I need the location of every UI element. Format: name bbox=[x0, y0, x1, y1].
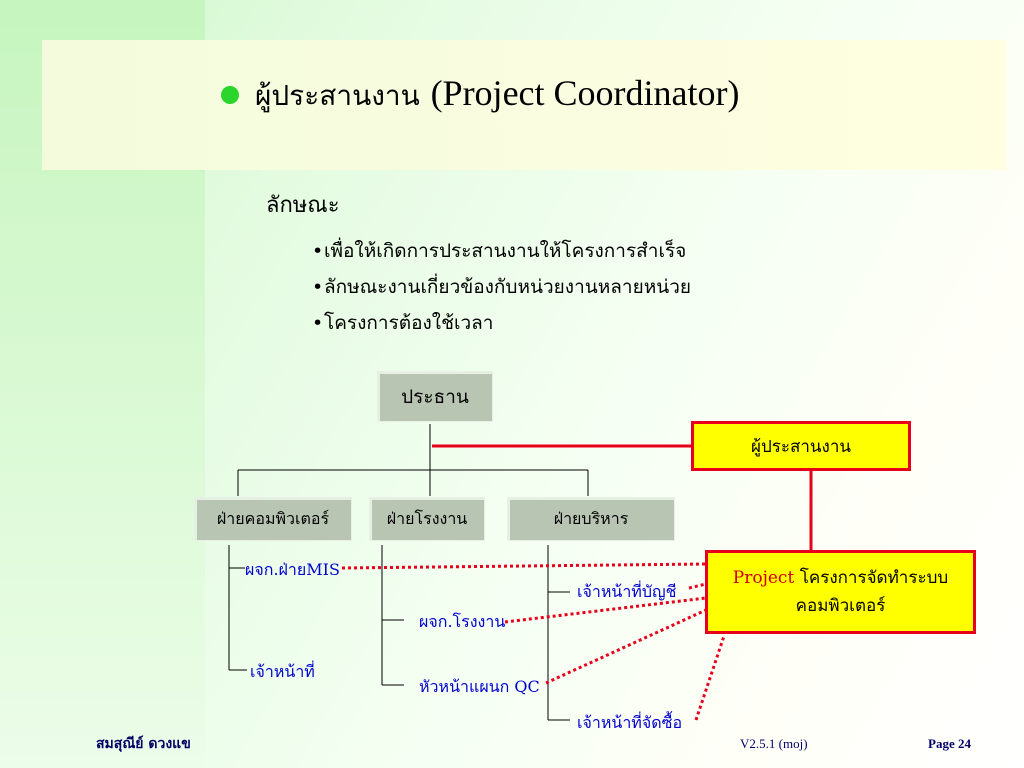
list-item: •เพื่อให้เกิดการประสานงานให้โครงการสำเร็… bbox=[312, 240, 687, 262]
project-prefix: Project bbox=[732, 568, 795, 588]
chairman-label: ประธาน bbox=[401, 385, 469, 408]
accounting-staff-label: เจ้าหน้าที่บัญชี bbox=[577, 582, 677, 601]
purchasing-staff-label: เจ้าหน้าที่จัดซื้อ bbox=[577, 713, 683, 732]
coordinator-box: ผู้ประสานงาน bbox=[691, 421, 911, 471]
qc-head-label: หัวหน้าแผนก QC bbox=[419, 677, 540, 696]
project-box: Project โครงการจัดทำระบบ คอมพิวเตอร์ bbox=[705, 550, 976, 634]
characteristics-heading: ลักษณะ bbox=[266, 193, 340, 218]
computer-staff-label: เจ้าหน้าที่ bbox=[250, 662, 315, 681]
coordinator-label: ผู้ประสานงาน bbox=[750, 436, 852, 457]
dept-factory-label: ฝ่ายโรงงาน bbox=[386, 508, 468, 528]
title-bullet-icon bbox=[221, 86, 239, 104]
chairman-box: ประธาน bbox=[377, 371, 493, 422]
dept-admin-box: ฝ่ายบริหาร bbox=[507, 497, 675, 541]
project-line-1: โครงการจัดทำระบบ bbox=[799, 568, 949, 588]
title-thai: ผู้ประสานงาน bbox=[255, 79, 420, 112]
dept-factory-box: ฝ่ายโรงงาน bbox=[369, 497, 485, 541]
project-line-2: คอมพิวเตอร์ bbox=[795, 596, 886, 616]
dept-computer-box: ฝ่ายคอมพิวเตอร์ bbox=[194, 497, 352, 541]
project-title-line: Project โครงการจัดทำระบบ bbox=[733, 564, 948, 592]
footer-page-number: Page 24 bbox=[928, 736, 971, 751]
title-english: (Project Coordinator) bbox=[430, 73, 740, 113]
footer-author: สมสุณีย์ ดวงแข bbox=[96, 736, 191, 752]
dept-computer-label: ฝ่ายคอมพิวเตอร์ bbox=[216, 508, 330, 528]
list-item: •ลักษณะงานเกี่ยวข้องกับหน่วยงานหลายหน่วย bbox=[312, 276, 692, 298]
footer-version: V2.5.1 (moj) bbox=[740, 736, 808, 751]
dept-admin-label: ฝ่ายบริหาร bbox=[553, 508, 629, 528]
title-bar bbox=[42, 40, 1006, 170]
factory-manager-label: ผจก.โรงงาน bbox=[419, 612, 506, 631]
slide-title: ผู้ประสานงาน (Project Coordinator) bbox=[255, 72, 739, 118]
list-item: •โครงการต้องใช้เวลา bbox=[312, 312, 494, 334]
mis-manager-label: ผจก.ฝ่ายMIS bbox=[245, 560, 340, 579]
characteristics-list: •เพื่อให้เกิดการประสานงานให้โครงการสำเร็… bbox=[312, 233, 691, 341]
